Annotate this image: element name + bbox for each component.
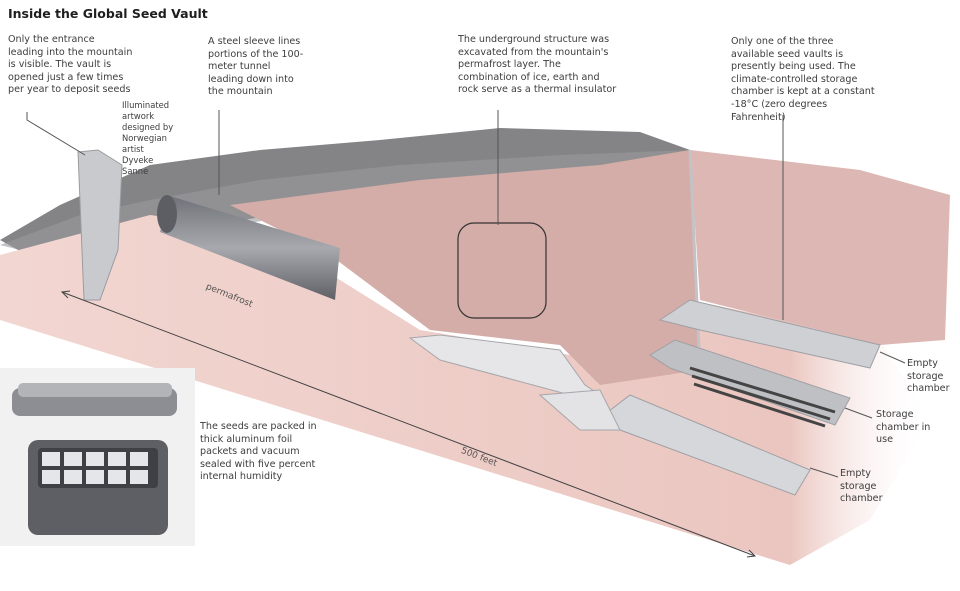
thermal-outline [457, 222, 547, 319]
steel-tunnel [160, 196, 340, 300]
rock-wall [230, 150, 700, 385]
page-title: Inside the Global Seed Vault [8, 6, 208, 21]
structure-annotation: The underground structure was excavated … [458, 34, 617, 96]
vaults-annotation: Only one of the three available seed vau… [731, 36, 875, 123]
seed-box [0, 368, 195, 546]
storage-chambers [538, 299, 881, 496]
artwork-annotation: Illuminated artwork designed by Norwegia… [122, 100, 174, 176]
leader-lines [26, 110, 906, 478]
sleeve-annotation: A steel sleeve lines portions of the 100… [208, 36, 304, 98]
seed-packets [42, 452, 148, 484]
right-wall [690, 150, 950, 345]
distance-arrow [60, 290, 757, 558]
chamber-middle [649, 339, 851, 426]
seeds-annotation: The seeds are packed in thick aluminum f… [200, 421, 317, 483]
chamber-bottom-label: Empty storage chamber [840, 468, 883, 505]
entrance-annotation: Only the entrance leading into the mount… [8, 34, 133, 96]
chamber-middle-label: Storage chamber in use [876, 409, 931, 446]
tunnel-trench [408, 334, 602, 396]
chamber-top [658, 299, 881, 369]
chamber-top-label: Empty storage chamber [907, 358, 950, 395]
